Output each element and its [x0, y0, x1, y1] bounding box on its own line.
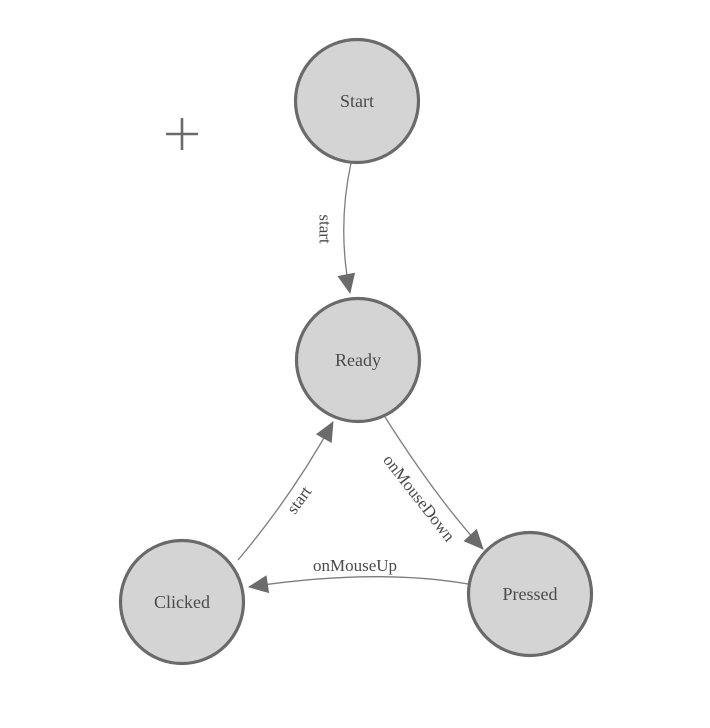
state-circle-ready[interactable] — [294, 296, 422, 424]
edge-label-onmouseup: onMouseUp — [313, 556, 397, 575]
state-node-start[interactable]: Start — [293, 37, 421, 165]
transition-clicked-to-ready: start — [237, 421, 334, 561]
state-node-ready[interactable]: Ready — [294, 296, 422, 424]
state-label-clicked: Clicked — [154, 592, 210, 612]
state-label-pressed: Pressed — [503, 584, 558, 604]
state-node-clicked[interactable]: Clicked — [118, 538, 246, 666]
state-circle-clicked[interactable] — [118, 538, 246, 666]
transition-ready-to-pressed: onMouseDown — [379, 416, 484, 550]
transition-pressed-to-clicked: onMouseUp — [248, 556, 469, 594]
state-label-start: Start — [340, 91, 374, 111]
transition-start-to-ready: start — [316, 162, 356, 294]
state-node-pressed[interactable]: Pressed — [466, 530, 594, 658]
edge-label-onmousedown: onMouseDown — [379, 451, 459, 546]
state-circle-pressed[interactable] — [466, 530, 594, 658]
crosshair-plus-icon — [166, 118, 198, 150]
state-label-ready: Ready — [335, 350, 381, 370]
edge-start-to-ready[interactable] — [337, 162, 356, 294]
edge-pressed-to-clicked[interactable] — [248, 575, 469, 594]
edge-label-start-bottom: start — [283, 482, 316, 517]
edge-label-start-top: start — [316, 214, 335, 244]
edge-clicked-to-ready[interactable] — [237, 421, 334, 561]
state-circle-start[interactable] — [293, 37, 421, 165]
edge-ready-to-pressed[interactable] — [384, 416, 484, 550]
